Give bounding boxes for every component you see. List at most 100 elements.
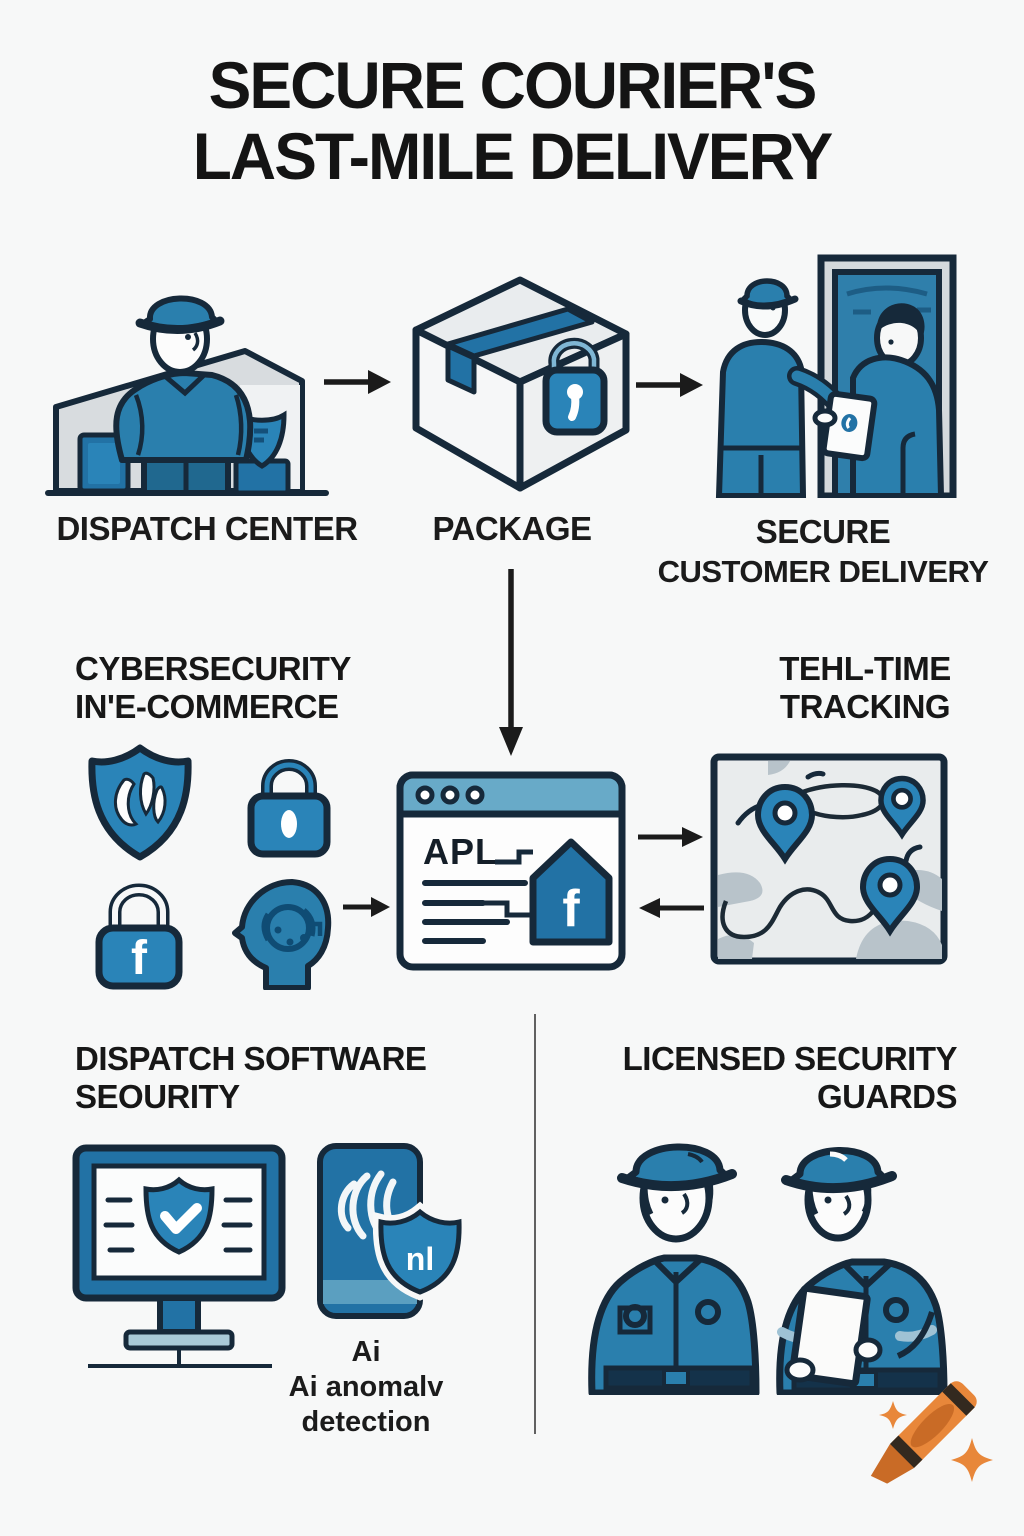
keyhole — [281, 810, 297, 838]
location-pin-icon — [859, 855, 921, 937]
arrow-head — [499, 727, 523, 756]
collar-line — [164, 373, 206, 397]
hand — [812, 408, 838, 428]
window-dot-icon — [440, 785, 460, 805]
location-pin-icon — [754, 783, 816, 865]
circuit-dot — [286, 938, 294, 946]
courier-legs-line — [721, 445, 801, 496]
padlock-shackle-fill — [551, 341, 597, 376]
padlock-icon — [247, 759, 331, 858]
crayon-stripe — [942, 1383, 975, 1416]
secure-delivery-label-line1: SECURE — [755, 513, 891, 550]
tape-flap — [445, 343, 477, 395]
secure-delivery-illustration — [715, 254, 957, 498]
shield-check-icon — [143, 1176, 215, 1255]
padlock-f-icon: f — [95, 883, 183, 990]
pin-center — [772, 800, 798, 826]
software-heading-line2: SEOURITY — [75, 1078, 240, 1115]
nose-line — [680, 1192, 690, 1215]
handoff-tablet-icon — [820, 390, 878, 462]
badge-circle — [695, 1299, 721, 1325]
badge-circle — [623, 1304, 647, 1328]
desk-line — [88, 1348, 272, 1368]
map-landmass — [718, 872, 763, 907]
cap-detail — [687, 1152, 704, 1164]
eye-dot — [888, 339, 894, 345]
pin-center — [877, 872, 903, 898]
dispatch-center-label: DISPATCH CENTER — [56, 510, 358, 547]
arrow-head — [639, 898, 660, 918]
shield-mark-3 — [152, 785, 167, 825]
hand — [853, 1337, 883, 1363]
nose-line — [842, 1194, 852, 1216]
package-icon — [412, 276, 630, 492]
package-label: PACKAGE — [432, 510, 592, 547]
api-label: APL — [423, 831, 498, 872]
cap-brim — [617, 1169, 737, 1192]
cap-brim — [781, 1171, 897, 1194]
api-browser-window: APL f — [396, 771, 626, 971]
eye-dot — [185, 334, 191, 340]
ai-head-icon — [232, 879, 332, 990]
crayon-label — [910, 1403, 955, 1448]
section-divider — [534, 1014, 536, 1434]
arm-line-right — [233, 394, 244, 456]
secure-house-icon — [529, 838, 613, 946]
guard-1 — [588, 1143, 760, 1395]
pin-center — [891, 787, 913, 810]
eye-dot — [661, 1196, 669, 1204]
badge-circle — [883, 1297, 909, 1323]
check-mark — [160, 1203, 202, 1234]
fingerprint-line — [337, 1180, 358, 1232]
door-panel — [88, 443, 120, 484]
dispatch-center-illustration — [45, 295, 329, 496]
security-guards-illustration — [588, 1143, 948, 1395]
circuit-trace — [310, 921, 323, 936]
tablet-logo-mark — [845, 417, 852, 429]
customer-arm-line — [900, 431, 916, 496]
badge-text: nl — [406, 1241, 434, 1277]
map-landmass — [856, 920, 942, 959]
customer-body — [850, 354, 945, 498]
arm-line-left — [133, 394, 145, 456]
crayon-body-group — [870, 1381, 977, 1484]
shield-body — [88, 744, 192, 861]
shield-nl-badge: nl — [372, 1201, 464, 1301]
crayon-stripe — [889, 1435, 923, 1469]
circuit-dot — [300, 934, 308, 942]
shield-mark — [254, 428, 268, 443]
page-title: SECURE COURIER'S LAST-MILE DELIVERY — [15, 49, 1008, 194]
shackle-fill — [264, 762, 314, 802]
keyhole-stem — [568, 392, 580, 421]
arrow-right-icon — [324, 370, 391, 394]
screen-text-lines — [103, 1197, 253, 1253]
monitor-base — [123, 1329, 235, 1351]
arrow-head — [371, 897, 390, 917]
window-dot-icon — [465, 785, 485, 805]
window-titlebar — [396, 771, 626, 818]
map-marks — [903, 844, 923, 864]
sparkle-icon — [951, 1438, 993, 1482]
arrow-right-icon — [636, 373, 703, 397]
collar-line — [841, 1259, 895, 1291]
collar-line — [651, 1255, 705, 1287]
arm-line — [896, 1311, 935, 1359]
cybersecurity-heading-line1: CYBERSECURITY — [75, 650, 351, 687]
map-landmass — [718, 934, 754, 959]
arrow-head — [682, 827, 703, 847]
connector-lines — [483, 849, 533, 918]
cap-brim — [737, 295, 799, 310]
cap-brim — [135, 316, 225, 334]
tracking-heading-line2: TRACKING — [779, 688, 951, 725]
page-title-line2: LAST-MILE DELIVERY — [192, 119, 833, 194]
padlock-letter: f — [131, 932, 148, 985]
tablet-logo — [841, 414, 858, 433]
arrow-left-icon — [639, 898, 704, 918]
house-letter: f — [562, 880, 580, 938]
fingerprint-line — [349, 1172, 371, 1240]
tracking-heading-line1: TEHL-TIME — [779, 650, 951, 687]
monitor-shield-icon — [72, 1144, 286, 1368]
cap-detail — [829, 1151, 848, 1162]
eye-dot — [824, 1196, 832, 1204]
text-lines — [422, 880, 528, 944]
